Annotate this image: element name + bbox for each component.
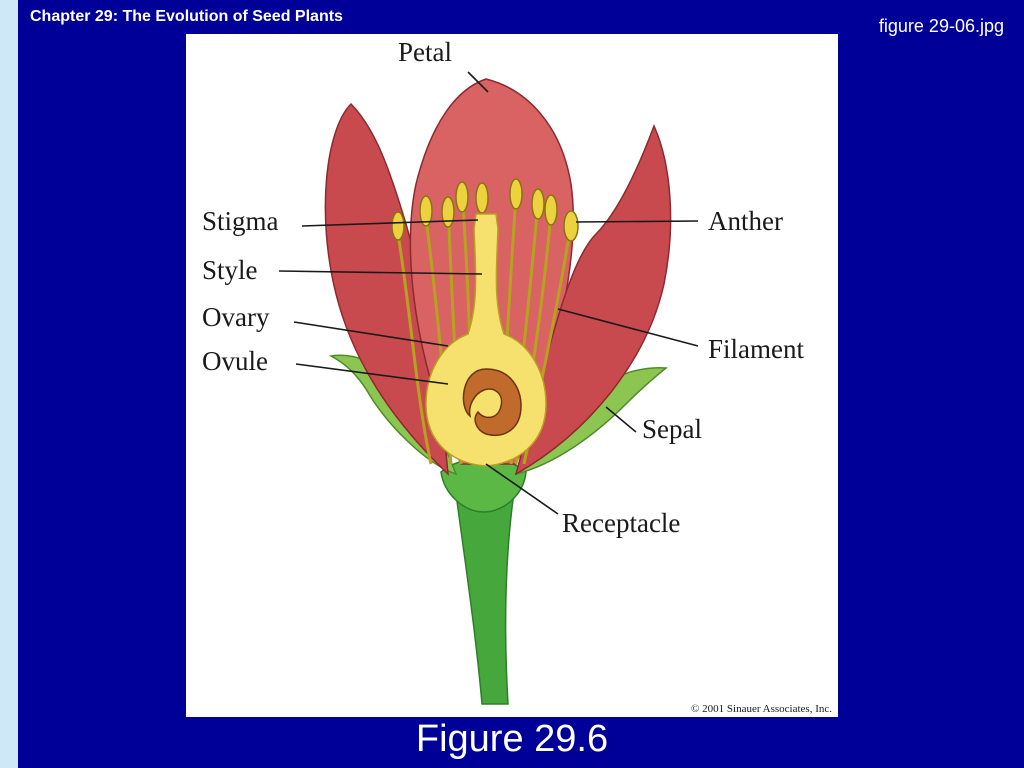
label-ovary: Ovary: [202, 302, 270, 332]
stem: [453, 478, 517, 705]
anthers: [391, 178, 579, 242]
flower-diagram-panel: Petal Stigma Anther Style Ovary Filament…: [186, 34, 838, 717]
label-ovule: Ovule: [202, 346, 268, 376]
flower-diagram: Petal Stigma Anther Style Ovary Filament…: [202, 37, 832, 715]
chapter-title: Chapter 29: The Evolution of Seed Plants: [30, 8, 343, 25]
label-anther: Anther: [708, 206, 783, 236]
label-style: Style: [202, 255, 258, 285]
ovule: [462, 368, 522, 436]
copyright-notice: © 2001 Sinauer Associates, Inc.: [691, 703, 832, 715]
label-filament: Filament: [708, 334, 804, 364]
leader-lines: [278, 71, 699, 515]
label-petal: Petal: [398, 37, 452, 67]
label-receptacle: Receptacle: [562, 508, 680, 538]
label-stigma: Stigma: [202, 206, 279, 236]
figure-caption: Figure 29.6: [415, 718, 609, 760]
left-accent-stripe: [0, 0, 18, 768]
label-sepal: Sepal: [642, 414, 702, 444]
figure-filename: figure 29-06.jpg: [878, 16, 1004, 36]
